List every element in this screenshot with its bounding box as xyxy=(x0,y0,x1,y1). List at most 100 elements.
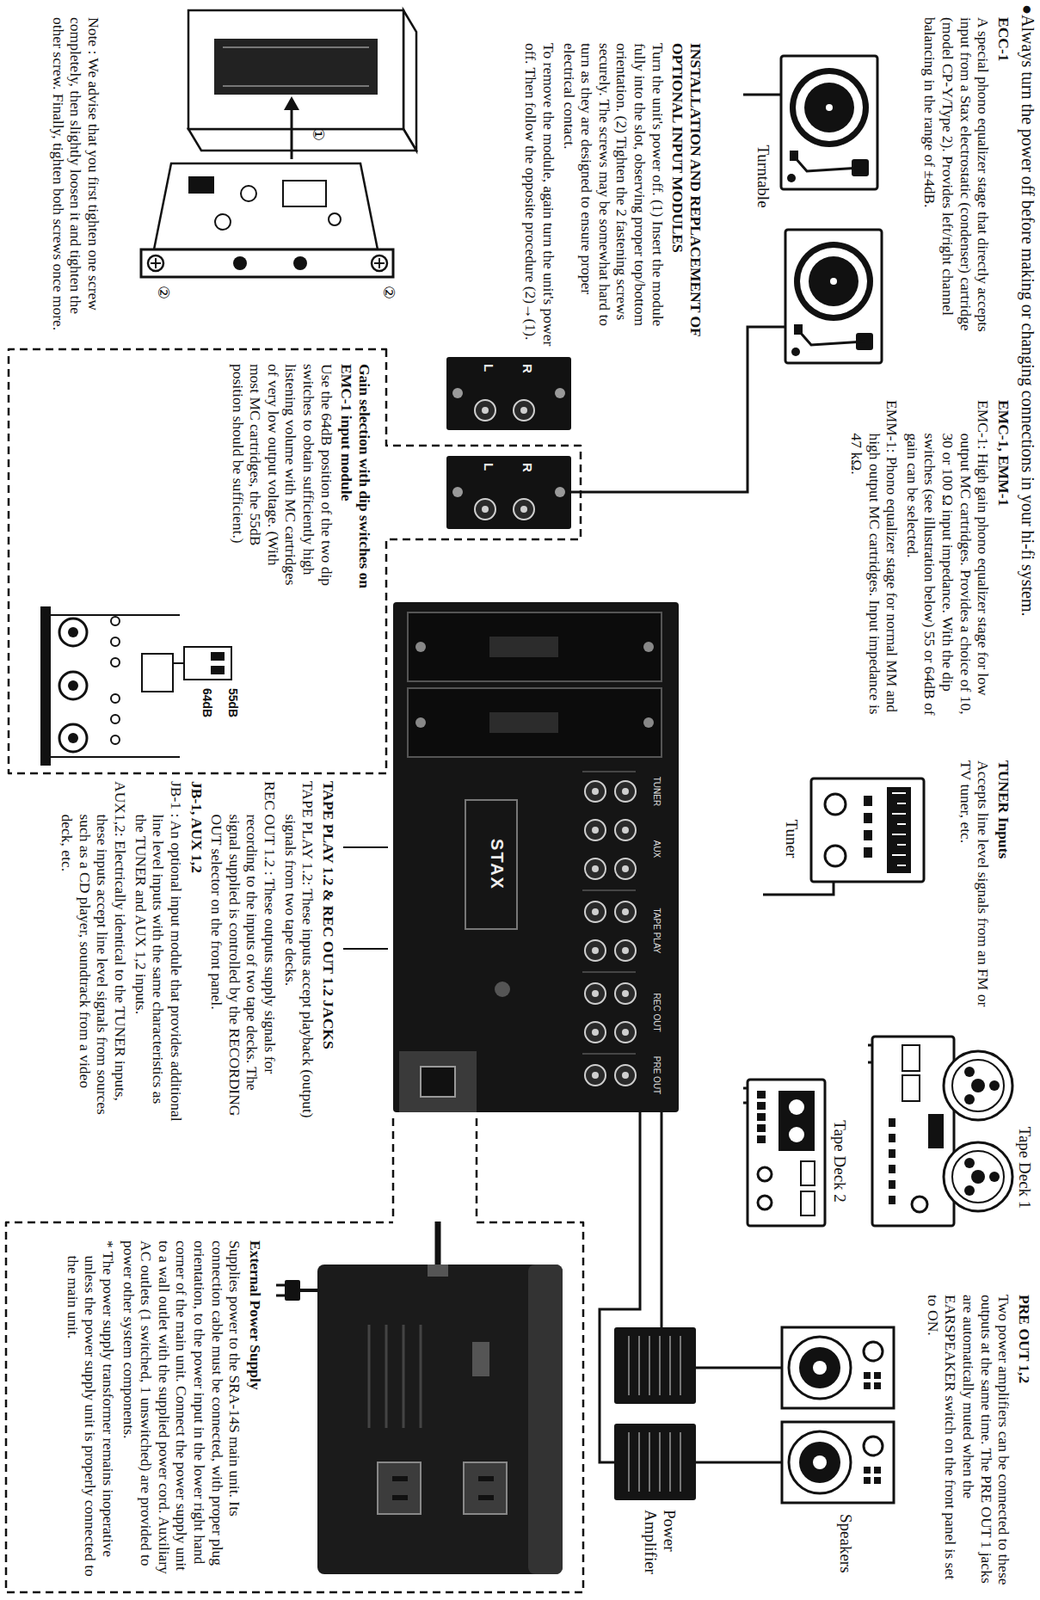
power-supply-unit xyxy=(284,1280,301,1301)
input-module-panel xyxy=(452,387,463,399)
tuner: Tuner xyxy=(763,774,929,917)
reel-tape-deck-illustration xyxy=(902,1045,920,1071)
text-group: Turntable xyxy=(753,133,773,220)
node-label: L xyxy=(480,462,497,482)
annotation-text: Note : We advise that you first tighten … xyxy=(49,17,103,336)
annotation-text: A special phono equalizer stage that dir… xyxy=(921,17,993,336)
module-insertion-illustration xyxy=(214,38,378,95)
wire xyxy=(435,1221,442,1265)
module-insertion-illustration xyxy=(153,163,378,250)
cassette-deck-illustration xyxy=(757,1167,772,1182)
dip-switch-board xyxy=(210,665,225,675)
text-group: TUNER xyxy=(652,769,662,813)
main-unit-rear-panel xyxy=(615,1064,636,1086)
dip-switch-board xyxy=(50,615,180,757)
power-supply-unit xyxy=(478,1495,494,1501)
main-unit-rear-panel xyxy=(489,712,559,733)
power-amplifier-illustration xyxy=(614,1423,696,1501)
main-unit: TUNERAUXTAPE PLAYREC OUTPRE OUTSTAX xyxy=(393,602,679,1113)
reel-tape-deck-illustration xyxy=(911,1196,928,1213)
node-label: R xyxy=(519,363,536,383)
module-insertion-illustration xyxy=(290,110,294,160)
annotation-text: Power Amplifier xyxy=(640,1509,679,1594)
text-group: ① xyxy=(309,127,328,150)
reel-tape-deck-illustration xyxy=(943,1142,1013,1212)
annotation-text: REC OUT 1.2 : These outputs supply signa… xyxy=(208,781,280,1123)
speaker-illustration xyxy=(781,1327,894,1409)
power-supply-unit xyxy=(369,1324,421,1428)
wire xyxy=(343,947,388,950)
text-group: PRE OUT 1,2Two power amplifiers can be c… xyxy=(923,1294,1034,1592)
annotation-text: JB-1, AUX 1,2 xyxy=(187,781,206,1123)
text-group: Note : We advise that you first tighten … xyxy=(49,17,103,336)
reel-tape-deck-illustration xyxy=(943,1051,1013,1120)
tuner-illustration xyxy=(892,793,906,866)
dip-switch-board xyxy=(110,637,120,647)
main-unit-rear-panel xyxy=(582,771,636,1054)
main-unit-rear-panel xyxy=(615,781,636,802)
annotation-text: ●Always turn the power off before making… xyxy=(1016,4,1038,1028)
dip-switch-board xyxy=(67,627,79,638)
node-label: AUX xyxy=(652,827,662,871)
annotation-text: TAPE PLAY 1.2: These inputs accept playb… xyxy=(281,781,317,1123)
text-group: EMC-1, EMM-1EMC-1: High gain phono equal… xyxy=(847,400,1013,719)
text-group: Tape Deck 1 xyxy=(1015,1109,1034,1226)
dashed-callout-channel xyxy=(475,1118,479,1222)
power-supply-callout: External Power SupplySupplies power to t… xyxy=(5,1221,585,1594)
node-label: Gain selection with dip switches on EMC-… xyxy=(338,363,374,598)
input-module-panel xyxy=(452,486,463,498)
annotation-text: To remove the module, again turn the uni… xyxy=(522,43,558,349)
dashed-outline xyxy=(8,349,581,774)
module-insertion-illustration xyxy=(328,213,341,226)
main-unit-rear-panel xyxy=(615,940,636,961)
turntable-illustration xyxy=(781,55,878,190)
module-insertion-illustration xyxy=(283,96,300,111)
power-supply-unit xyxy=(463,1462,507,1514)
wire xyxy=(867,1044,873,1047)
node-label: 64dB xyxy=(199,688,215,740)
text-group: ② xyxy=(154,285,173,308)
text-group: REC OUT xyxy=(652,982,662,1043)
power-supply-unit xyxy=(472,1341,490,1377)
module-insertion-illustration xyxy=(283,180,327,207)
text-group: External Power SupplySupplies power to t… xyxy=(63,1240,265,1578)
node-label: TAPE PLAY xyxy=(652,896,662,966)
power-supply-unit xyxy=(478,1476,494,1482)
dip-switch-board xyxy=(59,618,87,647)
power-supply-unit xyxy=(276,1264,563,1575)
power-supply-unit xyxy=(377,1462,421,1514)
main-unit-rear-panel xyxy=(494,981,511,997)
text-group: ECC-1A special phono equalizer stage tha… xyxy=(921,17,1013,336)
node-label: TUNER xyxy=(652,769,662,813)
text-group: TAPE PLAY xyxy=(652,896,662,966)
dip-switch-board xyxy=(172,662,185,665)
reel-tape-deck-illustration xyxy=(872,1036,1013,1226)
dip-switch-board xyxy=(67,732,79,744)
module-insertion-illustration xyxy=(150,258,161,269)
wire xyxy=(867,1061,873,1065)
main-unit-rear-panel xyxy=(420,1066,456,1097)
node-label: Turntable xyxy=(753,133,773,220)
dip-switch-board xyxy=(110,714,120,724)
cassette-deck-illustration xyxy=(788,1126,805,1143)
text-group: PRE OUT xyxy=(652,1049,662,1102)
wire xyxy=(743,93,782,97)
dashed-outline xyxy=(6,1222,584,1593)
speaker-illustration xyxy=(781,1327,894,1503)
power-amplifier-illustration xyxy=(614,1327,696,1404)
module-insertion-illustration xyxy=(147,255,164,271)
dip-switch-board xyxy=(40,606,51,766)
module-insertion-illustration xyxy=(371,255,388,271)
wire xyxy=(599,1112,640,1463)
power-supply-unit xyxy=(392,1495,408,1501)
dip-switch-board xyxy=(110,694,120,703)
gain-callout: Gain selection with dip switches on EMC-… xyxy=(7,348,582,775)
dip-switch-board xyxy=(110,616,120,626)
input-module-panel xyxy=(554,486,566,498)
power-supply-unit xyxy=(317,1264,563,1575)
text-group: ●Always turn the power off before making… xyxy=(1016,4,1038,1028)
wire xyxy=(743,1101,748,1105)
power-supply-unit xyxy=(392,1476,408,1482)
